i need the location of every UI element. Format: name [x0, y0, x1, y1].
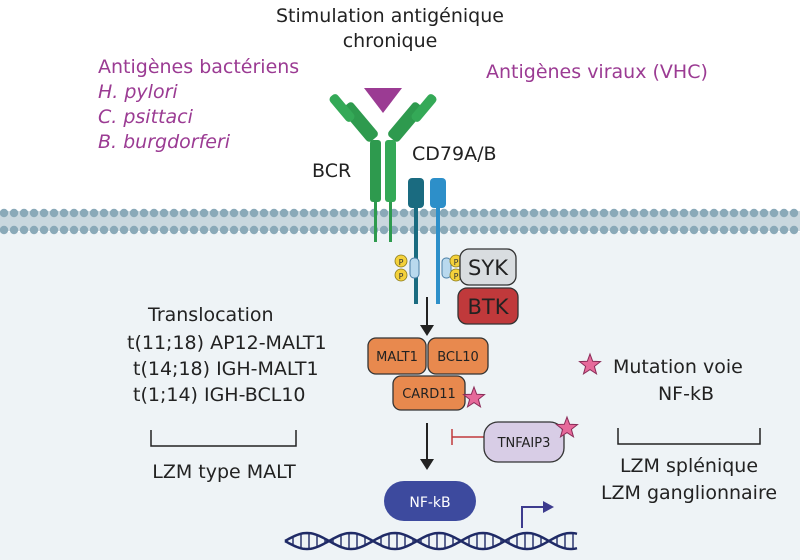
mutation-star-icon: [578, 352, 602, 376]
cell-membrane: [0, 208, 800, 235]
dna-helix: [284, 531, 578, 551]
translocation-line-3: t(1;14) IGH-BCL10: [133, 384, 306, 406]
title-line-2: chronique: [343, 30, 438, 52]
phospho-label: P: [399, 258, 404, 267]
bacterial-antigens-heading: Antigènes bactériens: [98, 56, 299, 78]
species-c-psittaci: C. psittaci: [98, 106, 194, 128]
dna-strand: [284, 531, 578, 551]
dna-strand: [284, 531, 578, 551]
arrow-to-nfkb: [420, 423, 434, 470]
bcl10-label: BCL10: [437, 350, 479, 365]
mutation-star-icon: [462, 385, 486, 409]
lzm-nodal-label: LZM ganglionnaire: [601, 482, 777, 504]
malt1-protein: [367, 337, 427, 375]
tnfaip3-label: TNFAIP3: [497, 436, 551, 451]
lzm-malt-label: LZM type MALT: [152, 461, 296, 483]
nfkb-label: NF-kB: [409, 495, 450, 511]
btk-label: BTK: [467, 295, 509, 319]
cd79b-chain: [430, 178, 446, 304]
viral-antigens-heading: Antigènes viraux (VHC): [486, 61, 708, 83]
species-b-burgdorferi: B. burgdorferi: [98, 131, 231, 153]
translocation-line-1: t(11;18) AP12-MALT1: [127, 332, 327, 354]
itam-left: P P: [394, 254, 420, 282]
btk-kinase: [457, 287, 519, 325]
malt1-label: MALT1: [376, 350, 418, 365]
bcr-receptor: [329, 94, 437, 242]
species-h-pylori: H. pylori: [98, 81, 178, 103]
cd79-label: CD79A/B: [412, 143, 497, 165]
arrow-to-complex: [420, 297, 434, 336]
tnfaip3-protein: [483, 421, 565, 463]
dna-rungs: [292, 533, 574, 549]
bracket-malt: [150, 430, 297, 447]
antigen-triangle: [364, 88, 402, 113]
bracket-splenic: [617, 428, 761, 445]
mutation-star-icon: [555, 415, 579, 439]
cd79a-chain: [408, 178, 424, 304]
bcr-label: BCR: [312, 160, 351, 182]
card11-protein: [392, 375, 466, 411]
syk-kinase: [459, 248, 517, 286]
translocation-heading: Translocation: [147, 304, 274, 326]
title-line-1: Stimulation antigénique: [276, 5, 504, 27]
inhibition-line: [451, 429, 484, 445]
card11-label: CARD11: [402, 387, 456, 402]
itam-right: P P: [441, 254, 463, 282]
membrane-lipid-heads-bottom: [0, 225, 799, 235]
phospho-marker: [394, 268, 408, 282]
bcl10-protein: [427, 337, 489, 375]
phospho-label: P: [399, 272, 404, 281]
transcription-start-arrow: [521, 501, 554, 528]
phospho-label: P: [454, 272, 459, 281]
mutation-label-line-1: Mutation voie: [613, 356, 743, 378]
phospho-marker: [394, 254, 408, 268]
nfkb-protein: [384, 481, 476, 521]
mutation-label-line-2: NF-kB: [658, 383, 714, 405]
translocation-line-2: t(14;18) IGH-MALT1: [133, 358, 319, 380]
phospho-label: P: [454, 258, 459, 267]
syk-label: SYK: [468, 256, 509, 280]
lzm-splenic-label: LZM splénique: [620, 455, 758, 477]
